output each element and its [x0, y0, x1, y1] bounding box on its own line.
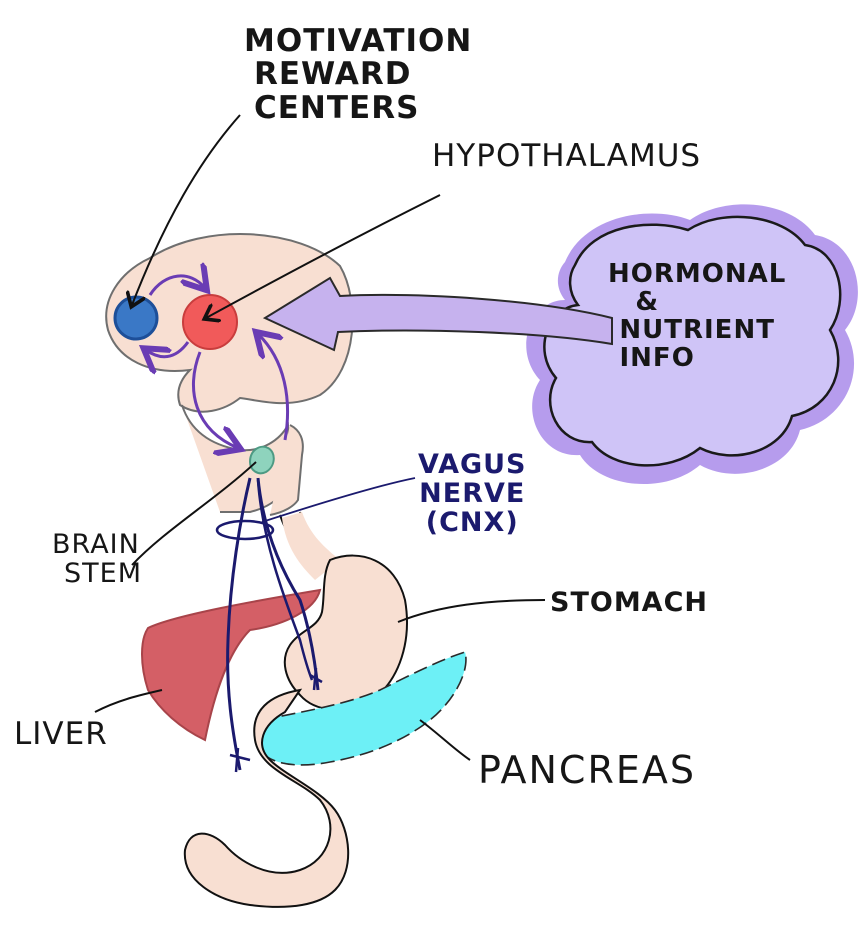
motivation-label-line: MOTIVATION: [244, 25, 472, 58]
vagus-label-line: VAGUS: [418, 450, 527, 479]
reward-label-line: REWARD: [254, 58, 472, 91]
liver-label: LIVER: [14, 718, 108, 751]
hypothalamus-shape: [183, 295, 237, 349]
motivation-reward-label: MOTIVATION REWARD CENTERS: [244, 25, 472, 125]
cnx-label-line: (CNX): [418, 508, 527, 537]
hormonal-info-label: HORMONAL & NUTRIENT INFO: [608, 260, 786, 372]
reward-center-shape: [115, 297, 157, 339]
brain-stem-shape: [250, 447, 274, 474]
stomach-label: STOMACH: [550, 588, 708, 617]
hypothalamus-label: HYPOTHALAMUS: [432, 140, 701, 173]
brain-label-line: BRAIN: [52, 530, 142, 559]
stem-label-line: STEM: [64, 559, 142, 588]
centers-label-line: CENTERS: [254, 92, 472, 125]
vagus-nerve-label: VAGUS NERVE (CNX): [418, 450, 527, 537]
brain-stem-label: BRAIN STEM: [52, 530, 142, 588]
info-label-line: INFO: [608, 344, 706, 372]
nerve-label-line: NERVE: [418, 479, 527, 508]
pancreas-label: PANCREAS: [478, 750, 696, 791]
ampersand-label-line: &: [608, 288, 686, 316]
nutrient-label-line: NUTRIENT: [608, 316, 786, 344]
hormonal-label-line: HORMONAL: [608, 260, 786, 288]
